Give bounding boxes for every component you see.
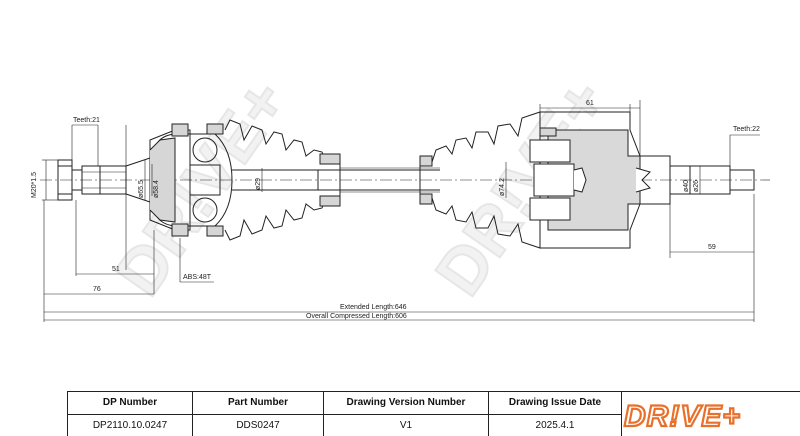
diameter-40-label: ø40 bbox=[683, 180, 690, 192]
diameter-74-2-label: ø74.2 bbox=[499, 178, 506, 196]
title-block-table: DP Number Part Number Drawing Version Nu… bbox=[68, 392, 622, 436]
value-part-number: DDS0247 bbox=[192, 414, 324, 436]
length-61-label: 61 bbox=[586, 100, 594, 107]
logo-text: DR!VE+ bbox=[624, 400, 741, 432]
thread-label: M20*1.5 bbox=[31, 172, 38, 198]
diameter-29-label: ø29 bbox=[255, 178, 262, 190]
diameter-58-4-label: ø58.4 bbox=[153, 180, 160, 198]
drive-shaft-drawing: DR!VE+ DR!VE+ bbox=[31, 65, 770, 322]
diameter-65-5-label: ø65.5 bbox=[138, 180, 145, 198]
left-cv-housing bbox=[125, 123, 233, 237]
title-block: DP Number Part Number Drawing Version Nu… bbox=[67, 391, 800, 436]
left-boot bbox=[224, 119, 341, 241]
drive-logo: DR!VE+ bbox=[623, 399, 741, 432]
value-drawing-version: V1 bbox=[323, 414, 489, 436]
right-cv-housing bbox=[529, 111, 671, 249]
diameter-26-label: ø26 bbox=[693, 180, 700, 192]
header-drawing-version: Drawing Version Number bbox=[323, 392, 489, 415]
shaft bbox=[232, 167, 440, 193]
svg-text:DR!VE+: DR!VE+ bbox=[101, 66, 302, 308]
compressed-length-label: Overall Compressed Length:606 bbox=[306, 313, 407, 320]
abs-label: ABS:48T bbox=[183, 274, 212, 281]
extended-length-label: Extended Length:646 bbox=[340, 304, 407, 311]
dimension-lines bbox=[42, 100, 760, 322]
teeth-right-label: Teeth:22 bbox=[733, 126, 760, 133]
value-dp-number: DP2110.10.0247 bbox=[68, 414, 193, 436]
length-76-label: 76 bbox=[93, 286, 101, 293]
value-issue-date: 2025.4.1 bbox=[488, 414, 622, 436]
header-dp-number: DP Number bbox=[68, 392, 193, 415]
teeth-left-label: Teeth:21 bbox=[73, 117, 100, 124]
length-51-label: 51 bbox=[112, 266, 120, 273]
header-part-number: Part Number bbox=[192, 392, 324, 415]
length-59-label: 59 bbox=[708, 244, 716, 251]
header-issue-date: Drawing Issue Date bbox=[488, 392, 622, 415]
